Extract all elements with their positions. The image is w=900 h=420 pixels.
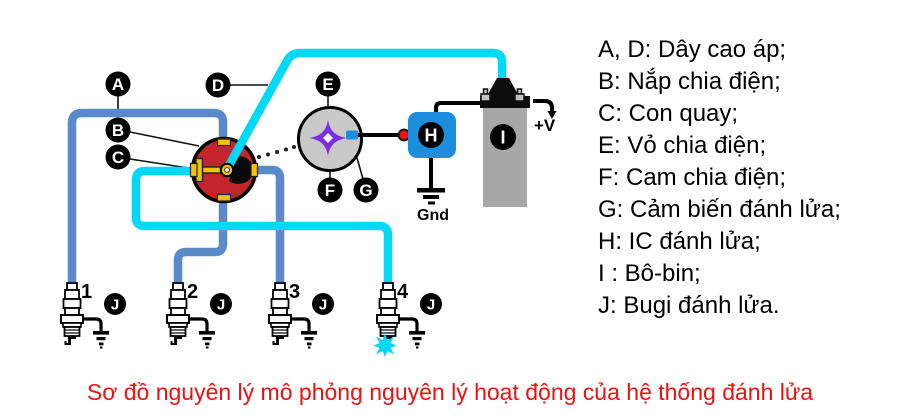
label-marker-h: H: [418, 122, 444, 148]
caption-text: Sơ đồ nguyên lý mô phỏng nguyên lý hoạt …: [86, 379, 814, 405]
marker-letter: E: [322, 75, 333, 94]
plug-number-4: 4: [397, 281, 409, 303]
contact-top: [216, 138, 232, 147]
legend-item: C: Con quay;: [598, 100, 739, 127]
module-to-coil-wire: [434, 101, 483, 112]
legend-item: F: Cam chia điện;: [598, 164, 787, 191]
plug-number-3: 3: [289, 281, 300, 303]
ground-icon: [417, 188, 445, 205]
wire-plug3: [248, 165, 285, 295]
ignition-coil: +V: [480, 78, 557, 207]
legend-item: J: Bugi đánh lửa.: [598, 292, 780, 319]
marker-letter: C: [112, 148, 124, 167]
wire-plug1: [67, 108, 228, 295]
cam-center: [323, 133, 333, 143]
legend-item: G: Cảm biến đánh lửa;: [598, 196, 841, 223]
distributor-housing: [297, 106, 363, 172]
label-marker-j3: J: [312, 293, 334, 315]
wire-plug2: [173, 196, 228, 295]
label-marker-c: C: [105, 144, 131, 170]
vplus-label: +V: [534, 116, 556, 135]
wire-coil-to-rotor: [222, 48, 507, 174]
marker-letter: A: [112, 75, 124, 94]
coil-tower: [487, 78, 519, 96]
label-marker-b: B: [105, 117, 131, 143]
label-marker-j1: J: [104, 293, 126, 315]
contact-bottom: [216, 193, 232, 202]
label-marker-i: I: [490, 124, 516, 150]
label-marker-e: E: [315, 71, 341, 97]
arrow-down-icon: [547, 111, 557, 119]
coil-body: [483, 107, 527, 207]
marker-letter: I: [500, 128, 505, 148]
marker-letter: D: [212, 76, 224, 95]
marker-letter: G: [359, 181, 372, 200]
legend-item: E: Vỏ chia điện;: [598, 132, 767, 159]
legend-item: H: IC đánh lửa;: [598, 228, 761, 255]
signal-dot: [397, 128, 411, 142]
plug-wires-blue: [67, 108, 285, 295]
legend-item: B: Nắp chia điện;: [598, 68, 781, 95]
contact-left: [189, 162, 198, 178]
marker-letter: B: [112, 121, 124, 140]
label-marker-a: A: [105, 71, 131, 97]
marker-letter: H: [425, 126, 438, 146]
legend-item: A, D: Dây cao áp;: [598, 36, 787, 63]
marker-letter: J: [319, 297, 327, 314]
marker-letter: J: [217, 297, 225, 314]
label-marker-f: F: [317, 177, 343, 203]
marker-letter: J: [111, 297, 119, 314]
rotor-hub-center: [224, 167, 230, 173]
label-marker-g: G: [353, 177, 379, 203]
plug-number-2: 2: [187, 281, 198, 303]
coil-terminals: [480, 88, 525, 102]
leader-b: [129, 131, 200, 147]
pickup-sensor: [346, 130, 358, 140]
legend-item: I : Bô-bin;: [598, 260, 701, 287]
cap-contacts: [189, 138, 259, 202]
gnd-label: Gnd: [417, 207, 449, 224]
wire-plug4: [131, 166, 393, 295]
label-marker-d: D: [205, 72, 231, 98]
marker-letter: J: [427, 297, 435, 314]
plug-number-1: 1: [81, 281, 92, 303]
zoom-dots: [257, 145, 296, 159]
contact-right: [250, 162, 259, 178]
label-marker-j4: J: [420, 293, 442, 315]
legend: A, D: Dây cao áp; B: Nắp chia điện; C: C…: [598, 34, 841, 322]
battery-feed-wire: [533, 99, 554, 112]
spark-icon: [373, 334, 397, 357]
label-marker-j2: J: [210, 293, 232, 315]
marker-letter: F: [325, 181, 335, 200]
